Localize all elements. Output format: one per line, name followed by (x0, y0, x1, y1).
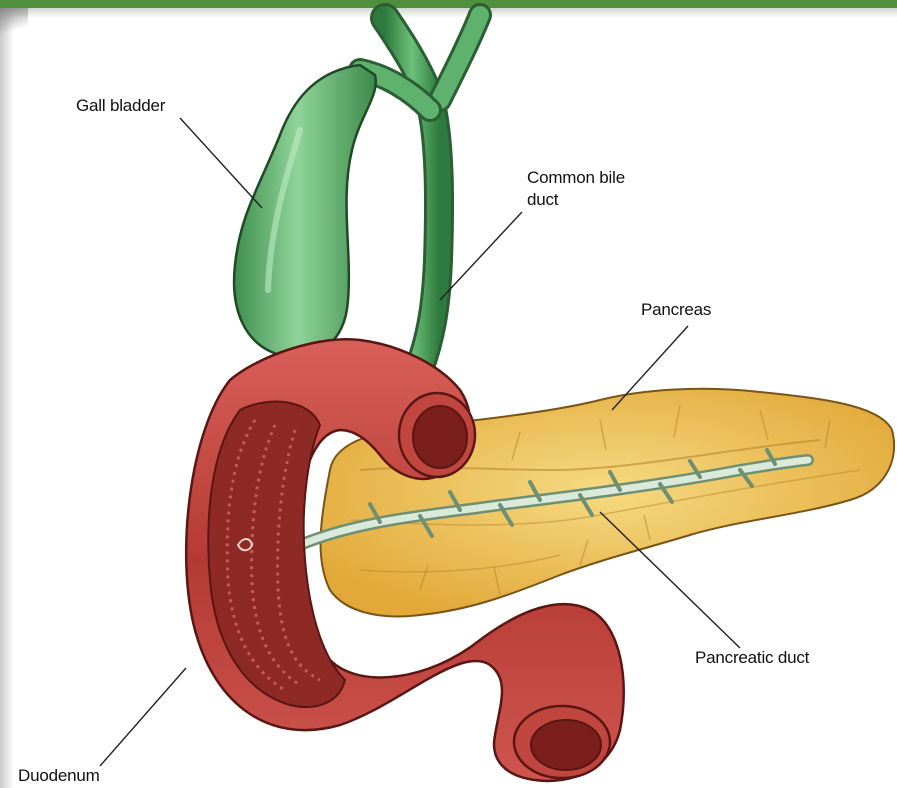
label-common-bile-duct-line1: Common bile (527, 168, 625, 188)
gall-bladder-shape (234, 65, 376, 357)
label-gall-bladder: Gall bladder (76, 96, 165, 116)
label-common-bile-duct-line2: duct (527, 190, 558, 210)
leader-line-gall-bladder (180, 118, 262, 208)
label-pancreatic-duct: Pancreatic duct (695, 648, 809, 668)
label-pancreas: Pancreas (641, 300, 711, 320)
leader-line-duodenum (100, 668, 186, 766)
common-bile-duct-shape (360, 15, 480, 372)
label-duodenum: Duodenum (18, 766, 100, 786)
